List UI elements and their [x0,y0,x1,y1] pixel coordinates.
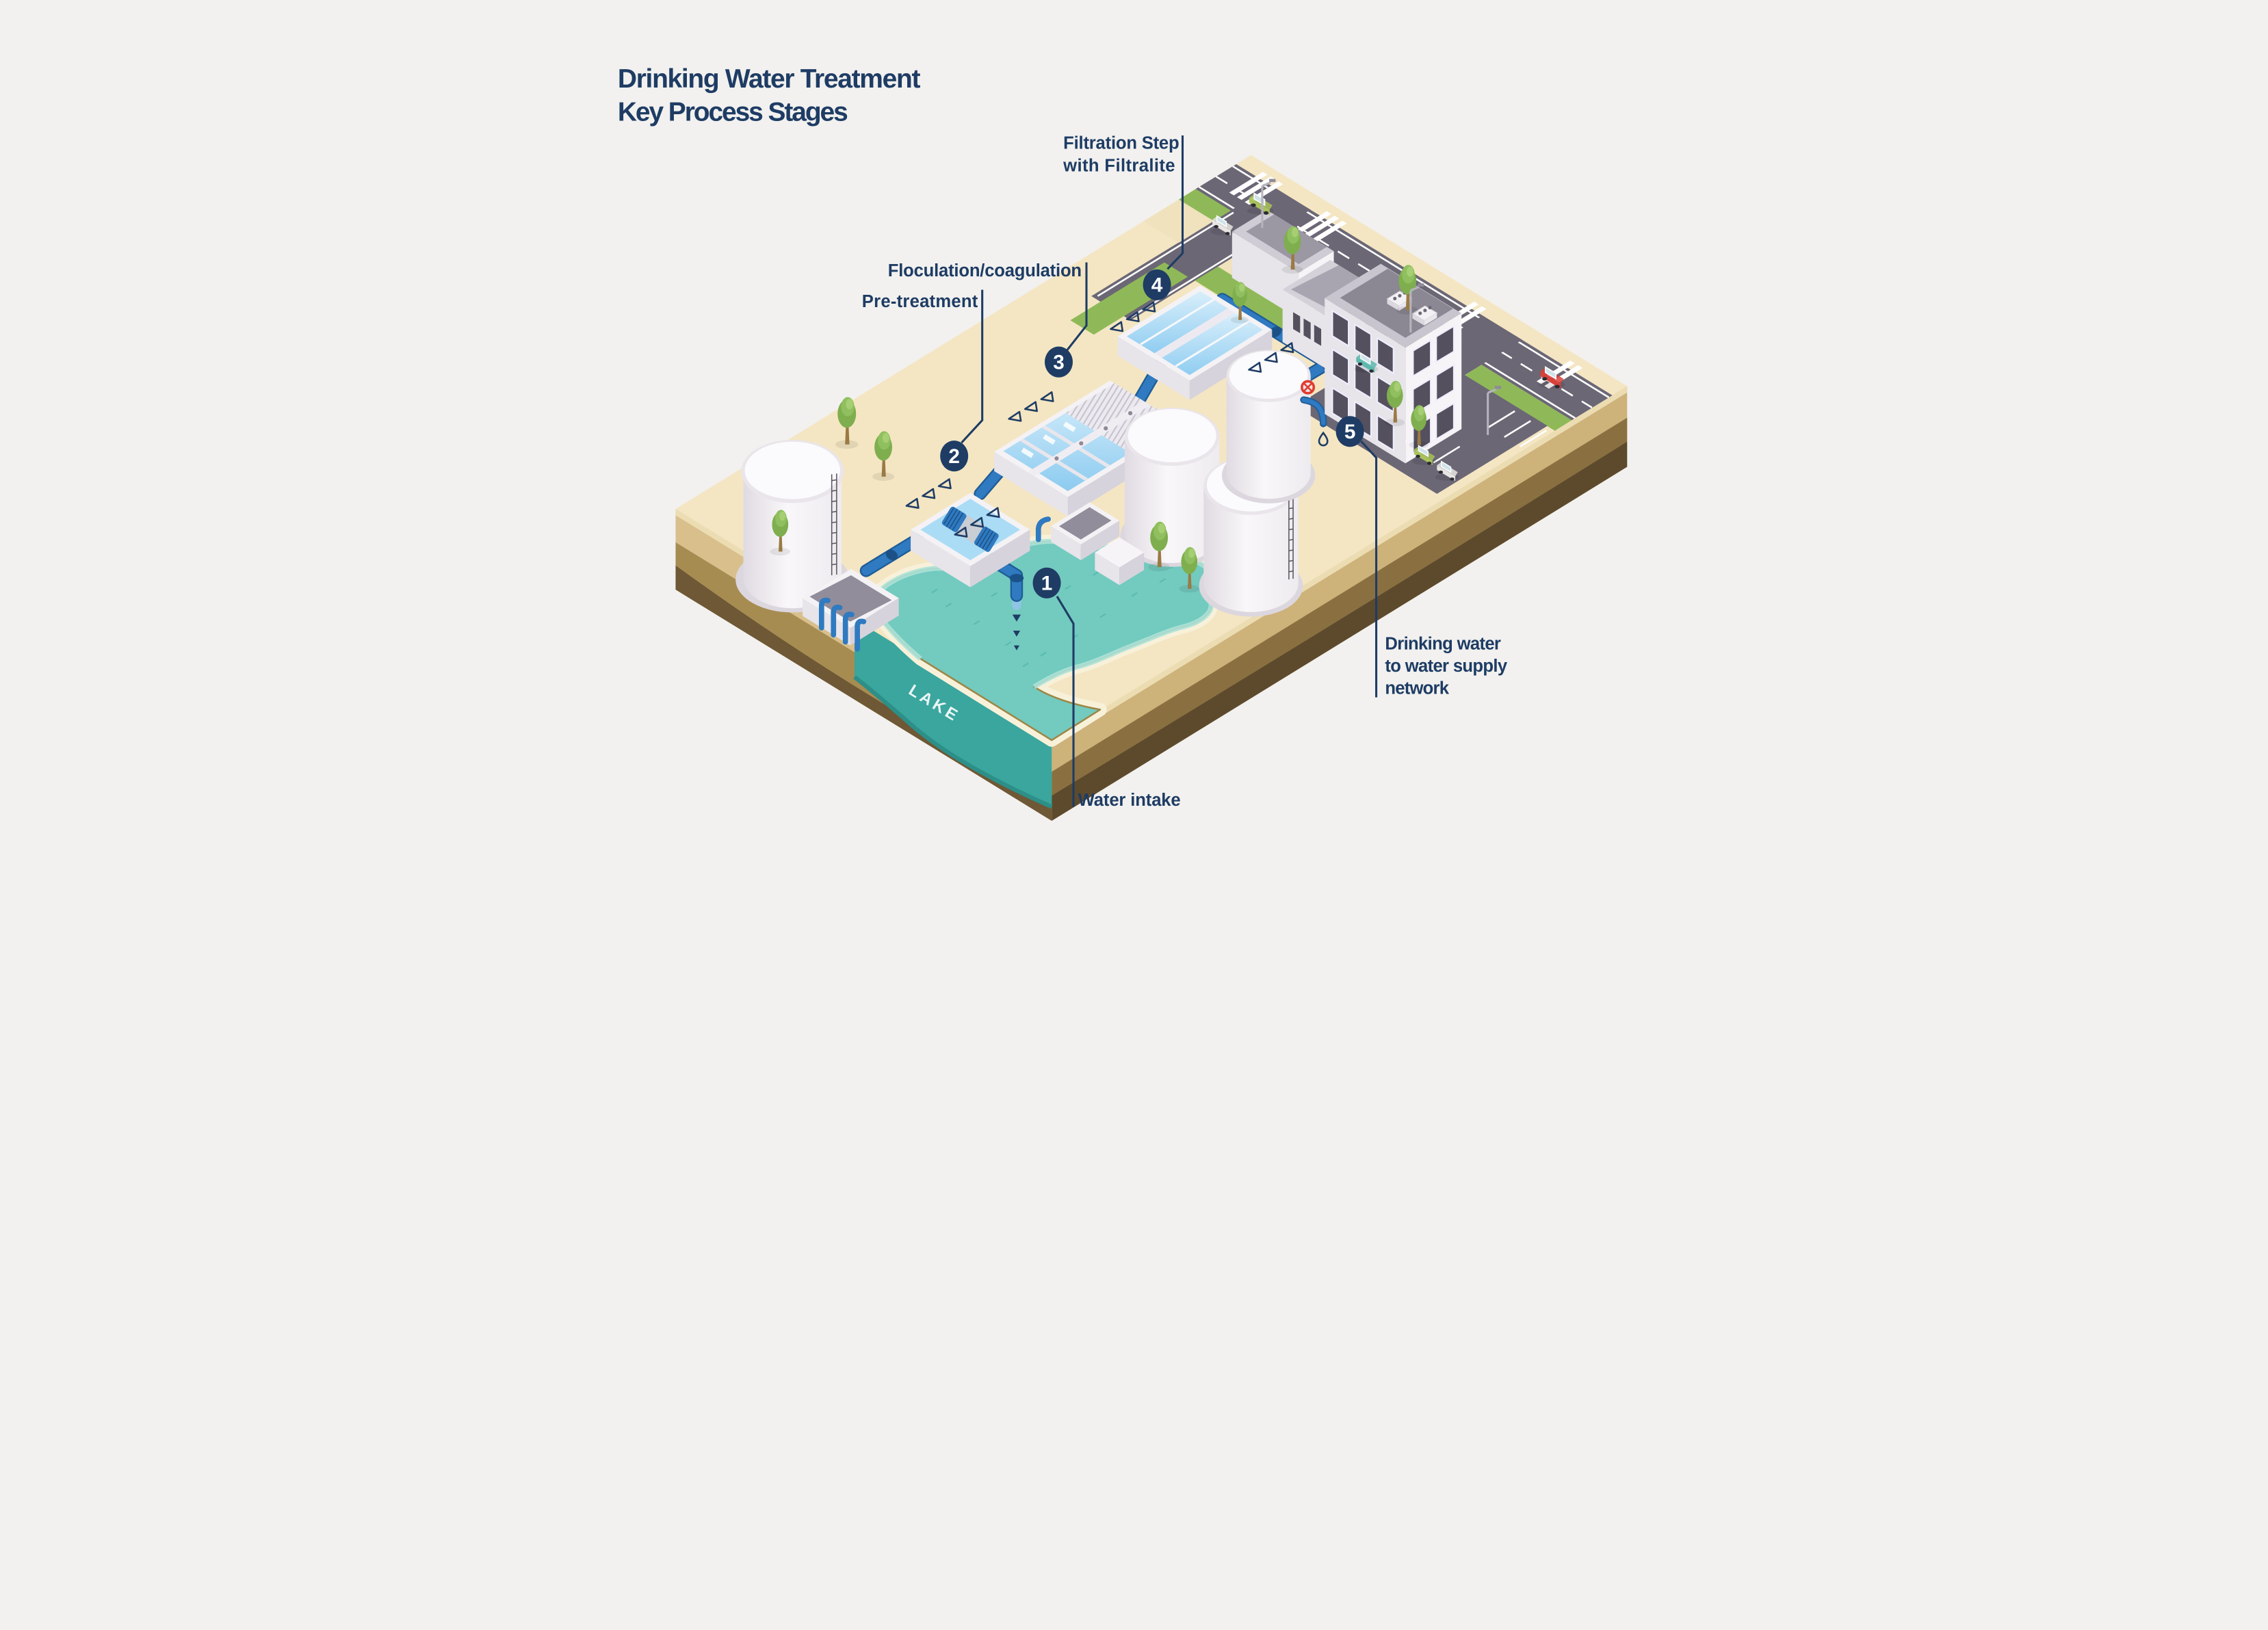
stage-4-label-line2: with Filtralite [1063,156,1175,175]
small-white-box [1094,537,1144,586]
callouts: 1 Water intake 2 Pre-treatment 3 Flocula… [861,133,1507,810]
intake-flow-triangles [1012,614,1021,650]
callout-flocculation: 3 Floculation/coagulation [887,261,1088,378]
storage-tank-a [1119,407,1224,567]
stage-1-number: 1 [1041,573,1052,595]
stage-3-number: 3 [1053,351,1065,373]
pretreatment-basin [910,492,1030,588]
filtration-basin [1117,285,1272,400]
terrain-cross-section-right [1051,386,1627,821]
stage-5-number: 5 [1344,421,1355,443]
stage-1-marker [1032,567,1061,599]
title: Drinking Water Treatment Key Process Sta… [617,64,920,127]
stage-5-label-line1: Drinking water [1385,635,1501,654]
intake-structure [802,568,899,652]
stage-1-label: Water intake [1078,791,1180,810]
weir-combs [1020,421,1076,458]
auxiliary-basin [1035,502,1119,560]
stage-3-marker [1044,346,1073,378]
pretreatment-outlet-pipe [859,532,924,577]
stage-4-label-line1: Filtration Step [1063,133,1179,153]
callout-network: 5 Drinking water to water supply network [1335,416,1508,698]
tank-b-ladder [1288,490,1294,580]
stage-5-marker [1335,416,1364,447]
stage-2-number: 2 [948,445,960,468]
drum-screen [941,506,999,552]
callout-water-intake: 1 Water intake [1032,567,1180,810]
stage-4-marker [1143,269,1171,300]
office-windows-left [1331,309,1394,452]
stage-3-label: Floculation/coagulation [887,261,1081,280]
lake-cross-section [854,619,1052,807]
callout-filtration: 4 Filtration Step with Filtralite [1063,133,1184,300]
stage-2-marker [939,441,968,472]
callout-pretreatment: 2 Pre-treatment [861,289,983,472]
infographic: LAKE [552,0,1716,837]
discharge-pipes [818,597,866,652]
valve [1299,380,1327,428]
stage-5-label-line2: to water supply [1385,657,1507,676]
stage-2-label: Pre-treatment [861,292,978,311]
stage-5-label-line3: network [1385,679,1449,698]
water-drop-icon [1318,431,1329,447]
drinking-water-tank [1221,350,1329,503]
tank-ladder [831,473,837,576]
title-line1: Drinking Water Treatment [617,64,920,94]
title-line2: Key Process Stages [617,97,847,127]
stage-4-number: 4 [1151,274,1162,297]
